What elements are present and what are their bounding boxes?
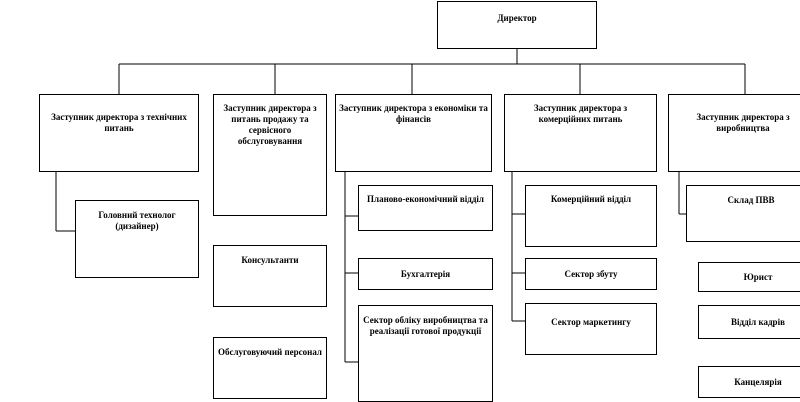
production-accounting-box: Сектор обліку виробництва та реалізації … [358,305,493,402]
deputy-sales-label: Заступник директора з питань продажу та … [223,103,317,146]
sales-sector-box: Сектор збуту [525,258,657,290]
deputy-technical-label: Заступник директора з технічних питань [51,112,187,133]
director-box: Директор [437,1,597,49]
warehouse-label: Склад ПВВ [727,195,775,205]
deputy-economics-label: Заступник директора з економіки та фінан… [339,103,488,124]
warehouse-box: Склад ПВВ [686,185,800,242]
accounting-box: Бухгалтерія [358,258,493,290]
consultants-label: Консультанти [241,255,299,265]
service-staff-label: Обслуговуючий персонал [218,347,322,357]
deputy-production-label: Заступник директора з виробництва [696,112,790,133]
lawyer-label: Юрист [743,271,773,282]
lawyer-box: Юрист [698,262,800,292]
commercial-dept-box: Комерційний відділ [525,185,657,247]
hr-box: Відділ кадрів [698,305,800,339]
deputy-production-box: Заступник директора з виробництва [668,94,800,172]
accounting-label: Бухгалтерія [400,268,451,279]
production-accounting-label: Сектор обліку виробництва та реалізації … [363,315,488,336]
service-staff-box: Обслуговуючий персонал [213,337,327,399]
planning-dept-label: Планово-економічний відділ [367,194,484,204]
sales-sector-label: Сектор збуту [564,268,618,279]
deputy-commercial-box: Заступник директора з комерційних питань [504,94,657,172]
deputy-sales-box: Заступник директора з питань продажу та … [213,94,327,216]
marketing-sector-label: Сектор маркетингу [551,317,631,327]
chief-technologist-label: Головний технолог (дизайнер) [98,210,176,231]
office-box: Канцелярія [698,366,800,398]
deputy-economics-box: Заступник директора з економіки та фінан… [335,94,492,172]
deputy-technical-box: Заступник директора з технічних питань [39,94,199,172]
director-label: Директор [497,13,537,23]
marketing-sector-box: Сектор маркетингу [525,303,657,355]
chief-technologist-box: Головний технолог (дизайнер) [75,200,199,278]
hr-label: Відділ кадрів [731,316,785,327]
planning-dept-box: Планово-економічний відділ [358,185,493,231]
commercial-dept-label: Комерційний відділ [550,194,632,204]
deputy-commercial-label: Заступник директора з комерційних питань [533,103,628,124]
office-label: Канцелярія [734,376,782,387]
consultants-box: Консультанти [213,245,327,307]
